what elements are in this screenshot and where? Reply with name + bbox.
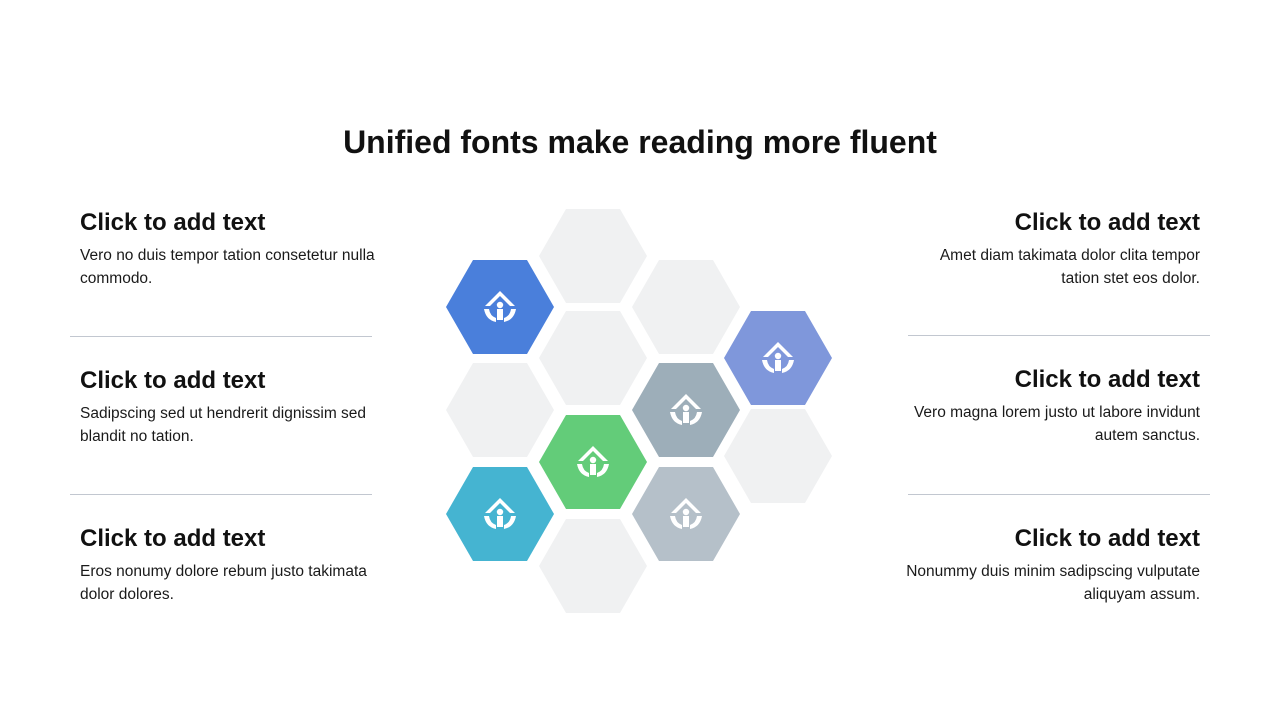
left-text-block-3[interactable]: Click to add text Eros nonumy dolore reb… — [80, 524, 380, 606]
right-divider-2 — [908, 494, 1210, 495]
left-heading-2: Click to add text — [80, 367, 266, 394]
hex-cell-empty — [539, 519, 647, 613]
hex-cell-empty — [446, 363, 554, 457]
left-text-block-2[interactable]: Click to add text Sadipscing sed ut hend… — [80, 366, 380, 448]
right-heading-1: Click to add text — [1014, 209, 1200, 236]
left-body-1: Vero no duis tempor tation consetetur nu… — [80, 247, 375, 287]
right-body-2: Vero magna lorem justo ut labore invidun… — [913, 404, 1200, 444]
right-text-block-3[interactable]: Click to add text Nonummy duis minim sad… — [900, 524, 1200, 606]
left-heading-1: Click to add text — [80, 209, 266, 236]
left-text-block-1[interactable]: Click to add text Vero no duis tempor ta… — [80, 208, 380, 290]
left-heading-3: Click to add text — [80, 525, 266, 552]
right-heading-2: Click to add text — [1014, 366, 1200, 393]
right-divider-1 — [908, 335, 1210, 336]
hex-cell-empty — [632, 260, 740, 354]
right-text-block-1[interactable]: Click to add text Amet diam takimata dol… — [900, 208, 1200, 290]
right-body-3: Nonummy duis minim sadipscing vulputate … — [906, 563, 1200, 603]
hex-cell-empty — [539, 311, 647, 405]
right-body-1: Amet diam takimata dolor clita tempor ta… — [939, 247, 1200, 287]
left-body-2: Sadipscing sed ut hendrerit dignissim se… — [80, 405, 367, 445]
right-text-block-2[interactable]: Click to add text Vero magna lorem justo… — [900, 365, 1200, 447]
left-divider-1 — [70, 336, 372, 337]
left-body-3: Eros nonumy dolore rebum justo takimata … — [80, 563, 367, 603]
slide-title: Unified fonts make reading more fluent — [343, 124, 937, 160]
hex-cell-empty — [539, 209, 647, 303]
right-heading-3: Click to add text — [1014, 525, 1200, 552]
left-divider-2 — [70, 494, 372, 495]
hex-cell-empty — [724, 409, 832, 503]
